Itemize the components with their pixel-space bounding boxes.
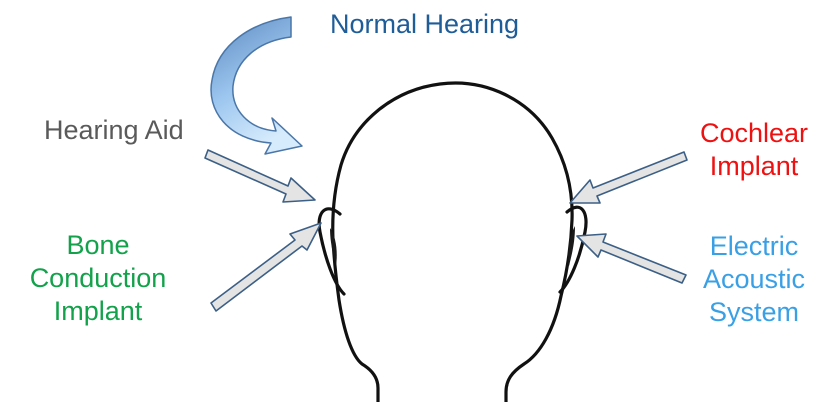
- head-outline-icon: [319, 83, 586, 402]
- normal-hearing-label: Normal Hearing: [330, 8, 519, 41]
- electric-acoustic-system-label: Electric Acoustic System: [690, 230, 818, 329]
- bone-conduction-implant-label: Bone Conduction Implant: [0, 229, 196, 328]
- eas-line-2: Acoustic: [690, 263, 818, 296]
- bone-conduction-line-1: Bone: [0, 229, 196, 262]
- normal-hearing-text: Normal Hearing: [330, 9, 519, 39]
- eas-line-3: System: [690, 296, 818, 329]
- bone-conduction-line-2: Conduction: [0, 262, 196, 295]
- cochlear-implant-label: Cochlear Implant: [690, 117, 818, 183]
- cochlear-implant-line-1: Cochlear: [690, 117, 818, 150]
- cochlear-implant-line-2: Implant: [690, 150, 818, 183]
- eas-arrow: [577, 234, 686, 283]
- arrow-icon: [205, 150, 687, 311]
- ear-shading: [330, 226, 575, 266]
- hearing-aid-arrow: [205, 150, 315, 202]
- bone-conduction-line-3: Implant: [0, 295, 196, 328]
- eas-line-1: Electric: [690, 230, 818, 263]
- bone-conduction-arrow: [211, 223, 321, 311]
- curved-arrow-body: [211, 17, 302, 154]
- curved-arrow-icon: [211, 17, 302, 154]
- hearing-aid-text: Hearing Aid: [44, 115, 184, 145]
- cochlear-arrow: [570, 152, 687, 203]
- head-contour: [333, 83, 572, 402]
- hearing-aid-label: Hearing Aid: [44, 114, 184, 147]
